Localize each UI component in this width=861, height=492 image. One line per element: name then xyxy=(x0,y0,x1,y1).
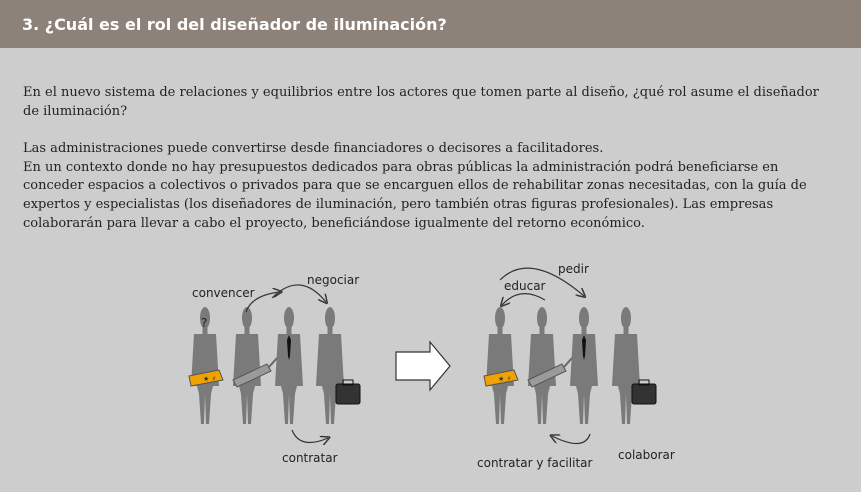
arrow-convencer xyxy=(245,292,280,313)
label-contratar: contratar xyxy=(282,451,338,465)
title-bar: 3. ¿Cuál es el rol del diseñador de ilum… xyxy=(0,0,861,48)
paragraph-context: En un contexto donde no hay presupuestos… xyxy=(23,159,807,231)
person-right-4 xyxy=(612,307,657,424)
label-educar: educar xyxy=(504,279,546,293)
arrow-contratar xyxy=(291,429,328,443)
intro-question: En el nuevo sistema de relaciones y equi… xyxy=(23,85,819,119)
person-right-1 xyxy=(483,307,519,424)
arrow-negociar xyxy=(271,284,326,302)
arrow-colaborar xyxy=(552,433,591,445)
label-contratar-facilitar: contratar y facilitar xyxy=(477,456,592,470)
label-negociar: negociar xyxy=(307,273,359,287)
page-title: 3. ¿Cuál es el rol del diseñador de ilum… xyxy=(22,15,447,34)
person-right-2 xyxy=(527,307,573,424)
arrow-educar xyxy=(502,293,546,305)
paragraph-administrations: Las administraciones puede convertirse d… xyxy=(23,141,604,157)
person-left-3 xyxy=(275,307,303,424)
arrow-pedir xyxy=(499,267,584,296)
label-pedir: pedir xyxy=(558,262,589,276)
roles-diagram: ★ ⚡ ? convencer negociar contratar pedir… xyxy=(188,262,675,470)
person-left-2 xyxy=(232,307,278,424)
transition-arrow xyxy=(395,340,451,392)
person-left-4 xyxy=(316,307,361,424)
person-right-3 xyxy=(570,307,598,424)
label-convencer: convencer xyxy=(192,286,255,300)
label-colaborar: colaborar xyxy=(618,448,675,462)
label-question: ? xyxy=(201,316,207,330)
body-text: En el nuevo sistema de relaciones y equi… xyxy=(23,84,838,233)
